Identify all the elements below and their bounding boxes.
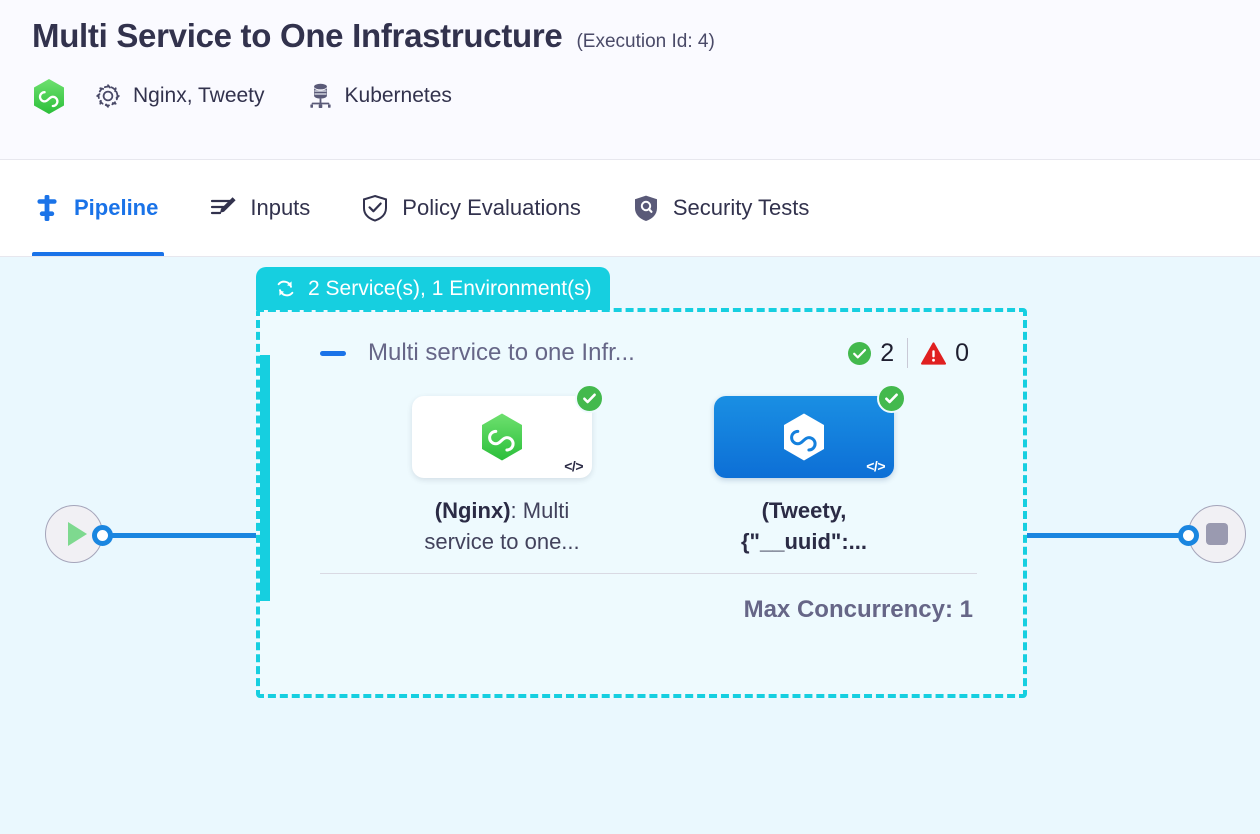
success-count: 2 (880, 338, 895, 367)
hexagon-infinity-icon (32, 78, 66, 115)
group-status-counts: 2 0 (848, 338, 969, 368)
matrix-group-node[interactable]: 2 Service(s), 1 Environment(s) Multi ser… (256, 267, 1027, 698)
end-connector-dot[interactable] (1178, 525, 1199, 546)
service-node-tweety[interactable]: </> (Tweety, {"__uuid":... (714, 384, 906, 557)
shield-check-icon (360, 193, 390, 223)
tab-policy-evaluations[interactable]: Policy Evaluations (344, 160, 597, 256)
infrastructure-meta: Kubernetes (307, 82, 452, 111)
service-node-caption-strong: (Nginx) (434, 498, 511, 523)
group-left-accent-bar (260, 355, 270, 601)
kubernetes-icon (307, 82, 334, 111)
tab-pipeline[interactable]: Pipeline (32, 160, 174, 256)
service-node-nginx[interactable]: </> (Nginx): Multi service to one... (412, 384, 604, 557)
start-connector-dot[interactable] (92, 525, 113, 546)
warning-count-item: 0 (921, 339, 969, 368)
title-row: Multi Service to One Infrastructure (Exe… (32, 16, 1260, 56)
group-stage-title: Multi service to one Infr... (368, 339, 635, 366)
loop-icon (273, 276, 298, 301)
service-node-caption: (Nginx): Multi service to one... (412, 495, 592, 557)
gear-icon (94, 82, 122, 110)
infrastructure-label: Kubernetes (344, 84, 452, 108)
tab-pipeline-label: Pipeline (74, 195, 159, 220)
group-divider (320, 573, 977, 575)
tab-inputs[interactable]: Inputs (192, 160, 326, 256)
edit-lines-icon (208, 193, 238, 223)
group-title-area: Multi service to one Infr... (320, 339, 635, 367)
tab-policy-evaluations-label: Policy Evaluations (402, 195, 581, 220)
count-divider (907, 338, 909, 368)
service-nodes-row: </> (Nginx): Multi service to one... (320, 384, 977, 557)
services-meta: Nginx, Tweety (94, 82, 265, 110)
service-node-caption-strong: (Tweety, (761, 498, 847, 523)
service-card[interactable]: </> (412, 384, 604, 478)
stop-icon (1206, 523, 1228, 545)
service-card[interactable]: </> (714, 384, 906, 478)
tab-bar: Pipeline Inputs Policy Evaluatio (0, 160, 1260, 257)
minus-icon[interactable] (320, 350, 346, 356)
page-header: Multi Service to One Infrastructure (Exe… (0, 0, 1260, 160)
edge-start-to-group (100, 533, 268, 538)
shield-scan-icon (631, 193, 661, 223)
service-node-caption-rest: : Multi service to one... (424, 498, 580, 555)
play-icon (67, 522, 87, 546)
pipeline-icon (32, 193, 62, 223)
matrix-group-body: Multi service to one Infr... 2 (256, 308, 1027, 698)
service-node-caption-rest: {"__uuid":... (741, 529, 867, 555)
code-icon[interactable]: </> (866, 458, 885, 474)
warning-triangle-icon (921, 341, 947, 365)
page-title: Multi Service to One Infrastructure (32, 17, 563, 54)
code-icon[interactable]: </> (564, 458, 583, 474)
meta-row: Nginx, Tweety (32, 78, 1260, 115)
warning-count: 0 (955, 338, 969, 367)
hexagon-infinity-icon (479, 412, 525, 462)
tab-security-tests-label: Security Tests (672, 195, 810, 220)
tab-security-tests[interactable]: Security Tests (615, 160, 826, 256)
success-count-item: 2 (848, 339, 894, 368)
hexagon-infinity-icon (781, 412, 827, 462)
matrix-group-header[interactable]: 2 Service(s), 1 Environment(s) (256, 267, 610, 310)
check-circle-icon (877, 384, 906, 413)
services-label: Nginx, Tweety (133, 84, 265, 108)
pipeline-canvas[interactable]: 2 Service(s), 1 Environment(s) Multi ser… (0, 257, 1260, 834)
edge-group-to-end (1022, 533, 1194, 538)
matrix-group-header-label: 2 Service(s), 1 Environment(s) (308, 276, 592, 300)
check-circle-icon (848, 341, 872, 365)
execution-id-label: (Execution Id: 4) (576, 31, 715, 52)
service-node-caption: (Tweety, {"__uuid":... (714, 495, 894, 557)
max-concurrency-label: Max Concurrency: 1 (743, 596, 973, 624)
check-circle-icon (575, 384, 604, 413)
group-top-row: Multi service to one Infr... 2 (320, 338, 977, 368)
tab-inputs-label: Inputs (250, 195, 311, 220)
